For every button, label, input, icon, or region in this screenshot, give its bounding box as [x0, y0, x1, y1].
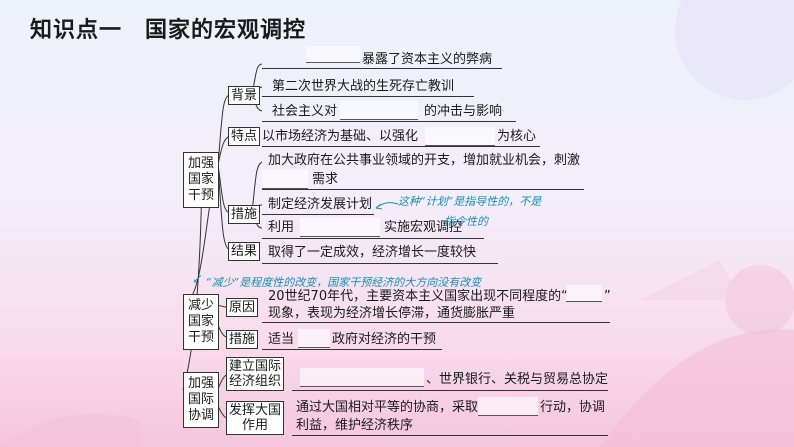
- underline: [262, 263, 498, 264]
- reduce-measures-item: 适当: [268, 332, 294, 348]
- label-line: 加强: [186, 156, 216, 172]
- label-line: 国际: [186, 392, 216, 408]
- blank-field: [306, 46, 360, 63]
- underline: [262, 322, 610, 323]
- underline: [262, 214, 374, 215]
- result-label: 结果: [228, 242, 260, 261]
- underline: [262, 121, 516, 122]
- cause-line-2: 现象，表现为经济增长停滞，通货膨胀严重: [268, 306, 515, 322]
- background-item-3: 社会主义对: [272, 104, 337, 120]
- background-item-1: 暴露了资本主义的弊病: [362, 52, 492, 68]
- cause-label: 原因: [226, 298, 258, 317]
- label-line: 国家: [186, 172, 216, 188]
- label-line: 加强: [186, 376, 216, 392]
- label-line: 协调: [186, 408, 216, 424]
- role-line-1: 通过大国相对平等的协商，采取: [296, 400, 478, 416]
- label-line: 国家: [186, 314, 216, 330]
- handwritten-note-plan-2: 指令性的: [444, 213, 488, 229]
- role-label: 发挥大国 作用: [226, 401, 284, 435]
- blank-field: [478, 397, 538, 416]
- measures-item-3: 利用: [268, 220, 294, 236]
- underline: [262, 96, 474, 97]
- measures-item-2: 制定经济发展计划: [268, 197, 372, 213]
- underline: [292, 390, 608, 391]
- result-item: 取得了一定成效，经济增长一度较快: [268, 245, 476, 261]
- background-item-3b: 的冲击与影响: [424, 104, 502, 120]
- blank-field: [566, 285, 602, 302]
- label-line: 减少: [186, 298, 216, 314]
- section-international-coordination-label: 加强 国际 协调: [183, 372, 219, 428]
- underline: [292, 435, 608, 436]
- role-line-1-end: 行动，协调: [540, 400, 605, 416]
- blank-field: [300, 218, 380, 237]
- page-title: 知识点一 国家的宏观调控: [30, 12, 306, 44]
- underline: [262, 189, 584, 190]
- note-arrow-icon: ↙: [192, 272, 203, 287]
- blank-field: [340, 101, 418, 120]
- section-strengthen-intervention-label: 加强 国家 干预: [183, 152, 219, 208]
- reduce-measures-item-end: 政府对经济的干预: [332, 332, 436, 348]
- measures-label: 措施: [228, 205, 260, 224]
- label-line: 发挥大国: [229, 403, 281, 418]
- blank-field: [300, 368, 424, 387]
- cause-line-1: 20世纪70年代，主要资本主义国家出现不同程度的“: [268, 289, 568, 305]
- measures-item-1-line1: 加大政府在公共事业领域的开支，增加就业机会，刺激: [268, 153, 580, 169]
- features-item-end: 为核心: [497, 129, 536, 145]
- role-line-2: 利益，维护经济秩序: [296, 418, 413, 434]
- label-line: 作用: [229, 418, 281, 433]
- handwritten-note-reduce: “减少”是程度性的改变，国家干预经济的大方向没有改变: [206, 274, 481, 290]
- label-line: 经济组织: [229, 374, 281, 389]
- underline: [262, 238, 484, 239]
- label-line: 建立国际: [229, 359, 281, 374]
- reduce-measures-label: 措施: [226, 330, 258, 349]
- background-item-2: 第二次世界大战的生死存亡教训: [272, 79, 454, 95]
- handwritten-note-plan: 这种“计划”是指导性的，不是: [398, 193, 541, 209]
- org-label: 建立国际 经济组织: [226, 357, 284, 391]
- features-item: 以市场经济为基础、以强化: [262, 129, 418, 145]
- blank-field: [262, 170, 308, 189]
- section-reduce-intervention-label: 减少 国家 干预: [183, 294, 219, 350]
- label-line: 干预: [186, 188, 216, 204]
- underline: [262, 68, 502, 69]
- label-line: 干预: [186, 330, 216, 346]
- measures-item-1-line2: 需求: [312, 172, 338, 188]
- blank-field: [425, 127, 495, 146]
- cause-line-1-end: ”: [604, 289, 611, 305]
- blank-field: [298, 329, 330, 348]
- background-label: 背景: [228, 86, 260, 105]
- underline: [262, 349, 442, 350]
- org-item: 、世界银行、关税与贸易总协定: [426, 372, 608, 388]
- features-label: 特点: [228, 127, 260, 146]
- underline: [262, 146, 540, 147]
